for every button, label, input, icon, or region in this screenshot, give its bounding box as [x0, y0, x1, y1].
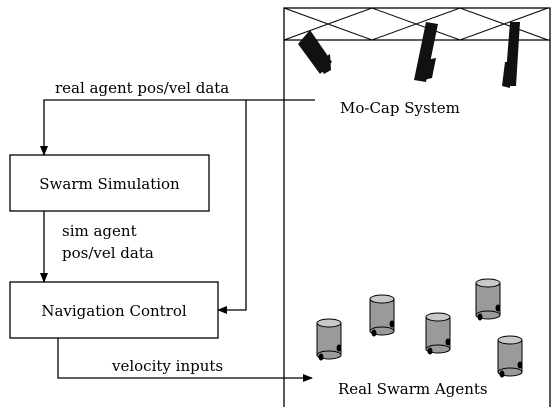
mocap-camera-right [502, 22, 520, 88]
velocity-inputs-arrow [57, 338, 313, 382]
sim-data-label-line2: pos/vel data [62, 244, 154, 262]
real-swarm-agents-label: Real Swarm Agents [338, 380, 488, 398]
arena-frame [283, 7, 551, 407]
mocap-camera-left [298, 30, 332, 74]
real-data-connector [40, 99, 315, 314]
robot-agent-4 [475, 278, 501, 321]
robot-agent-1 [316, 318, 342, 361]
navigation-control-label: Navigation Control [41, 302, 187, 320]
navigation-control-box [9, 281, 219, 339]
robot-agent-2 [369, 294, 395, 337]
robot-agent-3 [425, 312, 451, 355]
sim-data-label-line1: sim agent [62, 222, 137, 240]
robot-agent-5 [497, 335, 523, 378]
camera-truss [283, 7, 550, 41]
mocap-system-label: Mo-Cap System [340, 99, 460, 117]
swarm-simulation-box [9, 154, 210, 212]
swarm-simulation-label: Swarm Simulation [39, 175, 180, 193]
velocity-inputs-label: velocity inputs [111, 357, 223, 375]
mocap-camera-middle [414, 22, 438, 82]
real-data-label: real agent pos/vel data [55, 79, 229, 97]
